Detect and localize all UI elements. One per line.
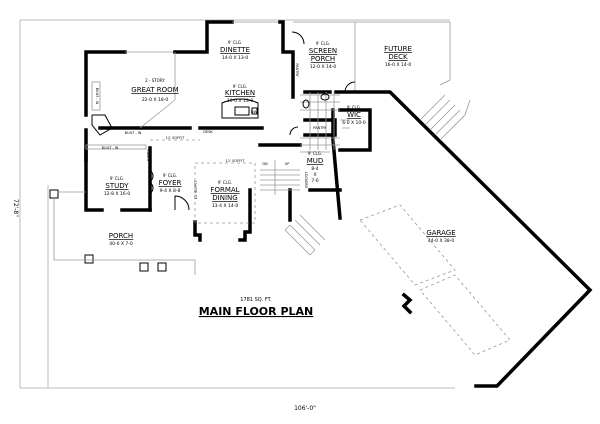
svg-text:12-0 X 14-0: 12-0 X 14-0 (310, 64, 337, 70)
svg-text:DESK: DESK (203, 130, 213, 134)
svg-text:X: X (313, 172, 316, 178)
depth-dimension: 72'-8" (12, 199, 19, 217)
area-label: 1781 SQ. FT. (240, 297, 272, 303)
svg-text:40-0 X 7-0: 40-0 X 7-0 (109, 241, 133, 247)
svg-text:PANTRY: PANTRY (313, 126, 327, 130)
svg-text:9' CLG.: 9' CLG. (163, 173, 177, 178)
svg-text:9' CLG.: 9' CLG. (218, 180, 232, 185)
room-study: 9' CLG. STUDY 12-8 X 16-0 (104, 176, 131, 197)
porch-post (49, 189, 59, 199)
svg-text:9' CLG.: 9' CLG. (316, 41, 330, 46)
svg-text:11' SOFFIT: 11' SOFFIT (194, 180, 198, 200)
study-doors (149, 169, 154, 195)
svg-text:SCREEN: SCREEN (309, 47, 337, 55)
garage-doors (359, 204, 511, 356)
dimension-lines (19, 19, 455, 389)
pantry-door (289, 126, 299, 136)
svg-text:BUILT - IN: BUILT - IN (125, 131, 142, 135)
sink-icon (234, 106, 250, 116)
svg-text:MUD: MUD (307, 157, 324, 165)
svg-text:LOCKERS: LOCKERS (304, 172, 308, 189)
svg-text:7-0: 7-0 (311, 178, 318, 184)
svg-text:DW: DW (251, 110, 258, 114)
svg-text:COATS: COATS (146, 149, 150, 161)
svg-text:10-0 X 13-0: 10-0 X 13-0 (227, 98, 254, 104)
room-great-room: 2 - STORY GREAT ROOM 22-0 X 18-0 (131, 78, 178, 103)
svg-text:9' CLG.: 9' CLG. (228, 40, 242, 45)
svg-text:PORCH: PORCH (311, 55, 335, 63)
toilet-icon (302, 99, 310, 109)
room-mud: 9' CLG. MUD 8-4 X 7-0 (307, 151, 324, 184)
svg-text:9' CLG.: 9' CLG. (110, 176, 124, 181)
svg-text:GREAT ROOM: GREAT ROOM (131, 86, 178, 94)
porch (49, 189, 196, 275)
room-screen-porch: 9' CLG. SCREEN PORCH 12-0 X 14-0 (309, 41, 337, 70)
svg-text:DN: DN (262, 162, 268, 166)
room-formal-dining: 9' CLG. FORMAL DINING 13-4 X 14-0 (210, 180, 239, 209)
svg-text:FOYER: FOYER (159, 179, 182, 187)
doors (149, 31, 356, 211)
front-door (174, 195, 190, 211)
porch-post (84, 254, 94, 264)
svg-text:FUTURE: FUTURE (384, 45, 412, 53)
room-wic: 9' CLG. WIC 6-0 X 10-0 (342, 105, 366, 126)
plan-title: MAIN FLOOR PLAN (199, 305, 314, 318)
svg-text:PORCH: PORCH (109, 232, 133, 240)
width-dimension: 106'-0" (294, 405, 316, 412)
svg-text:PANTRY: PANTRY (295, 63, 299, 77)
room-garage: GARAGE 44-0 X 38-0 (426, 229, 455, 244)
soffits (150, 139, 256, 224)
svg-text:16-0 X 14-0: 16-0 X 14-0 (385, 62, 412, 68)
svg-text:DINING: DINING (212, 194, 237, 202)
svg-text:6-0 X 10-0: 6-0 X 10-0 (342, 120, 366, 126)
svg-text:9' CLG.: 9' CLG. (308, 151, 322, 156)
svg-text:9-4 X 8-8: 9-4 X 8-8 (160, 188, 181, 194)
svg-text:2 - STORY: 2 - STORY (145, 78, 165, 83)
svg-text:12-8 X 16-0: 12-8 X 16-0 (104, 191, 131, 197)
porch-post (139, 262, 149, 272)
svg-text:DINETTE: DINETTE (220, 46, 250, 54)
svg-text:13-4 X 14-0: 13-4 X 14-0 (212, 203, 239, 209)
svg-text:8-4: 8-4 (311, 166, 318, 172)
walls (84, 20, 593, 388)
svg-text:11' SOFFIT: 11' SOFFIT (226, 159, 246, 163)
svg-text:22-0 X 18-0: 22-0 X 18-0 (142, 97, 169, 103)
svg-text:9' CLG.: 9' CLG. (347, 105, 361, 110)
svg-text:BUILT - IN: BUILT - IN (95, 88, 99, 105)
sink-icon (320, 93, 330, 101)
kitchen-island (221, 98, 259, 119)
room-kitchen: 9' CLG. KITCHEN 10-0 X 13-0 (225, 84, 255, 104)
stairs (260, 94, 471, 256)
room-porch: PORCH 40-0 X 7-0 (109, 232, 133, 247)
svg-text:GARAGE: GARAGE (426, 229, 455, 237)
svg-text:11' SOFFIT: 11' SOFFIT (166, 136, 186, 140)
svg-text:DECK: DECK (388, 53, 408, 61)
fireplace-icon (91, 114, 113, 136)
porch-post (157, 262, 167, 272)
svg-text:9' CLG.: 9' CLG. (233, 84, 247, 89)
svg-text:FORMAL: FORMAL (210, 186, 239, 194)
porch-door (291, 31, 305, 45)
tile-floor (300, 92, 340, 153)
svg-text:KITCHEN: KITCHEN (225, 89, 255, 97)
deck-door (344, 81, 356, 93)
room-dinette: 9' CLG. DINETTE 14-0 X 13-0 (220, 40, 250, 61)
svg-text:44-0 X 38-0: 44-0 X 38-0 (428, 238, 455, 244)
great-room-details (85, 52, 176, 150)
svg-text:BUILT - IN: BUILT - IN (102, 146, 119, 150)
svg-text:14-0 X 13-0: 14-0 X 13-0 (222, 55, 249, 61)
svg-text:WIC: WIC (347, 111, 361, 119)
room-future-deck: FUTURE DECK 16-0 X 14-0 (384, 45, 412, 68)
minor-labels: BUILT - IN BUILT - IN BUILT - IN DESK CO… (95, 63, 328, 199)
svg-text:UP: UP (285, 162, 290, 166)
svg-text:COOKTOP: COOKTOP (235, 126, 252, 130)
svg-text:STUDY: STUDY (105, 182, 129, 190)
room-foyer: 9' CLG. FOYER 9-4 X 8-8 (159, 173, 182, 194)
